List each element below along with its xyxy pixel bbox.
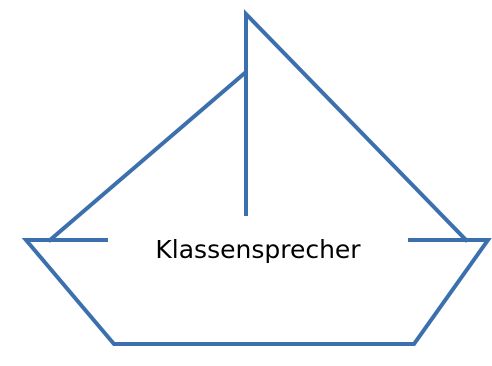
boat-label: Klassensprecher — [108, 226, 408, 272]
right-sail — [246, 14, 466, 240]
left-sail — [50, 72, 246, 240]
